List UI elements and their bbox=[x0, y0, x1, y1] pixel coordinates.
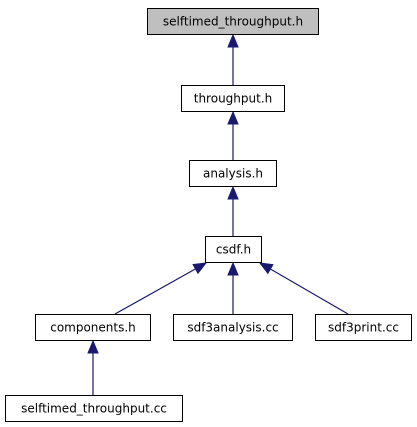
node-sdf3analysis-cc[interactable]: sdf3analysis.cc bbox=[173, 314, 293, 341]
node-selftimed-throughput-cc[interactable]: selftimed_throughput.cc bbox=[5, 395, 183, 422]
edge-csdf_h-to-analysis_h bbox=[227, 185, 239, 236]
arrowhead-icon bbox=[258, 262, 274, 275]
edge-selftimed_throughput_cc-to-components_h bbox=[87, 339, 99, 395]
node-box[interactable] bbox=[181, 85, 285, 112]
edge-components_h-to-csdf_h bbox=[114, 262, 208, 315]
node-label: selftimed_throughput.cc bbox=[21, 402, 167, 416]
node-components-h[interactable]: components.h bbox=[35, 314, 151, 341]
nodes-layer: selftimed_throughput.h throughput.h analys… bbox=[5, 8, 412, 422]
edges-layer bbox=[87, 33, 349, 395]
node-label: selftimed_throughput.h bbox=[163, 15, 303, 29]
edge-line bbox=[270, 268, 349, 315]
arrowhead-icon bbox=[192, 262, 208, 275]
node-box[interactable] bbox=[147, 8, 319, 35]
node-label: sdf3analysis.cc bbox=[187, 321, 278, 335]
node-label: components.h bbox=[50, 321, 136, 335]
node-sdf3print-cc[interactable]: sdf3print.cc bbox=[315, 314, 412, 341]
node-throughput-h[interactable]: throughput.h bbox=[181, 85, 285, 112]
node-csdf-h[interactable]: csdf.h bbox=[205, 236, 262, 263]
node-box[interactable] bbox=[205, 236, 262, 263]
node-label: throughput.h bbox=[194, 92, 273, 106]
node-analysis-h[interactable]: analysis.h bbox=[189, 160, 277, 187]
node-selftimed-throughput-h[interactable]: selftimed_throughput.h bbox=[147, 8, 319, 35]
node-box[interactable] bbox=[35, 314, 151, 341]
edge-line bbox=[114, 268, 196, 315]
node-label: csdf.h bbox=[216, 243, 251, 257]
node-label: sdf3print.cc bbox=[328, 321, 399, 335]
node-box[interactable] bbox=[5, 395, 183, 422]
edge-analysis_h-to-throughput_h bbox=[227, 110, 239, 160]
arrowhead-icon bbox=[227, 110, 239, 125]
edge-sdf3print_cc-to-csdf_h bbox=[258, 262, 349, 315]
edge-sdf3analysis_cc-to-csdf_h bbox=[227, 261, 239, 314]
node-box[interactable] bbox=[189, 160, 277, 187]
node-box[interactable] bbox=[315, 314, 412, 341]
arrowhead-icon bbox=[87, 339, 99, 354]
arrowhead-icon bbox=[227, 261, 239, 276]
arrowhead-icon bbox=[227, 33, 239, 48]
edge-throughput_h-to-selftimed_throughput_h bbox=[227, 33, 239, 85]
node-label: analysis.h bbox=[203, 167, 263, 181]
node-box[interactable] bbox=[173, 314, 293, 341]
arrowhead-icon bbox=[227, 185, 239, 200]
